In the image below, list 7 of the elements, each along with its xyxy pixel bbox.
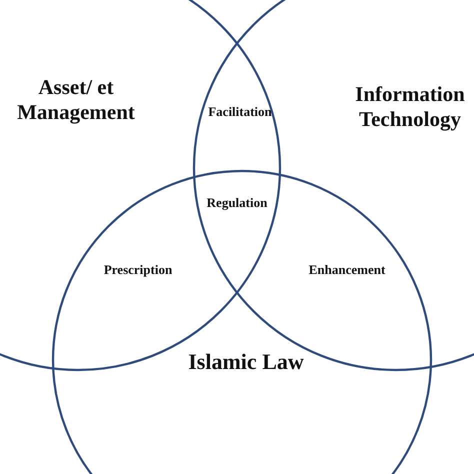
set-label: Asset/ et Management (16, 74, 136, 126)
set-label: Islamic Law (187, 348, 305, 376)
set-label: Information Technology (354, 82, 466, 132)
intersection-label: Regulation (206, 195, 268, 211)
intersection-label: Facilitation (208, 104, 272, 120)
intersection-label: Prescription (104, 262, 172, 278)
intersection-label: Enhancement (308, 262, 386, 278)
